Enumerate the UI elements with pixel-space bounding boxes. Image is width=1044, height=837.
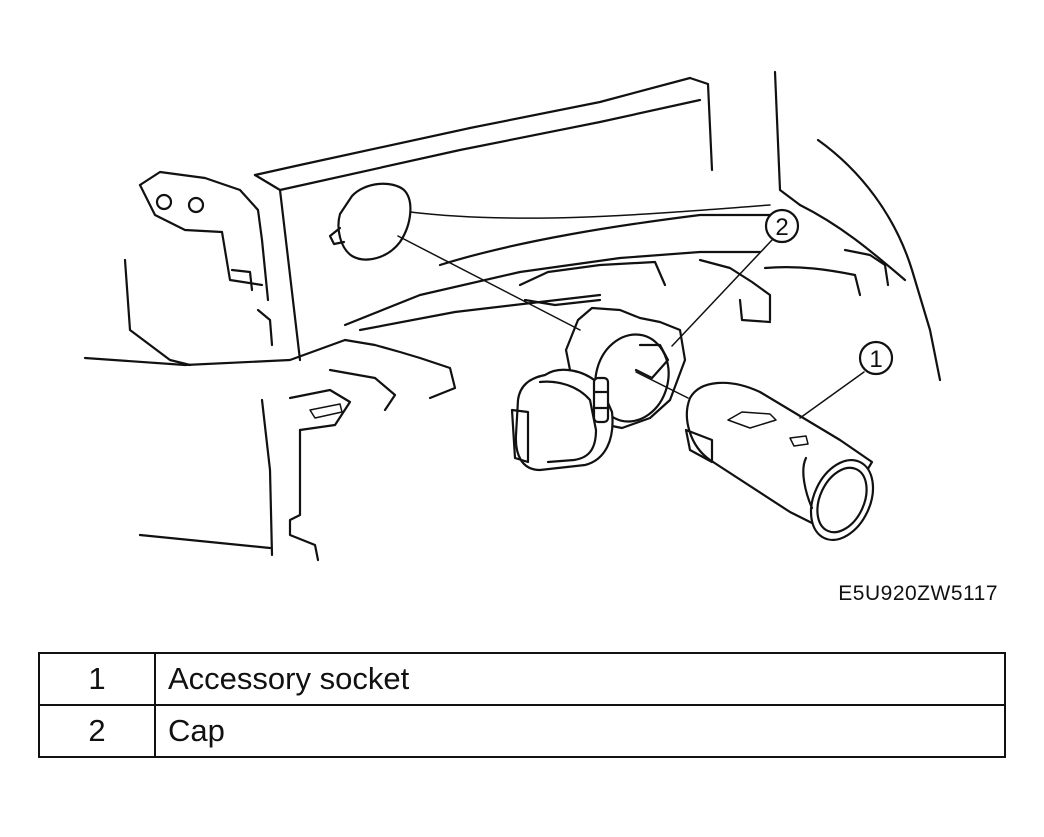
callout-2-number: 2 bbox=[775, 214, 788, 241]
callout-1: 1 bbox=[858, 340, 894, 376]
part-name: Accessory socket bbox=[154, 652, 1006, 706]
cap-part bbox=[510, 306, 687, 472]
callout-2: 2 bbox=[764, 208, 800, 244]
table-row: 1 Accessory socket bbox=[38, 652, 1006, 706]
figure-code: E5U920ZW5117 bbox=[838, 582, 998, 605]
panel-round-opening bbox=[328, 182, 412, 261]
dashboard-panel-outline bbox=[83, 70, 942, 562]
part-number: 1 bbox=[38, 652, 156, 706]
table-row: 2 Cap bbox=[38, 704, 1006, 758]
callout-1-number: 1 bbox=[869, 346, 882, 373]
leader-lines bbox=[397, 235, 865, 419]
accessory-socket-part bbox=[684, 381, 875, 541]
exploded-view-illustration: 2 1 bbox=[83, 70, 942, 562]
part-name: Cap bbox=[154, 704, 1006, 758]
part-number: 2 bbox=[38, 704, 156, 758]
parts-legend-table: 1 Accessory socket 2 Cap bbox=[38, 652, 1006, 758]
